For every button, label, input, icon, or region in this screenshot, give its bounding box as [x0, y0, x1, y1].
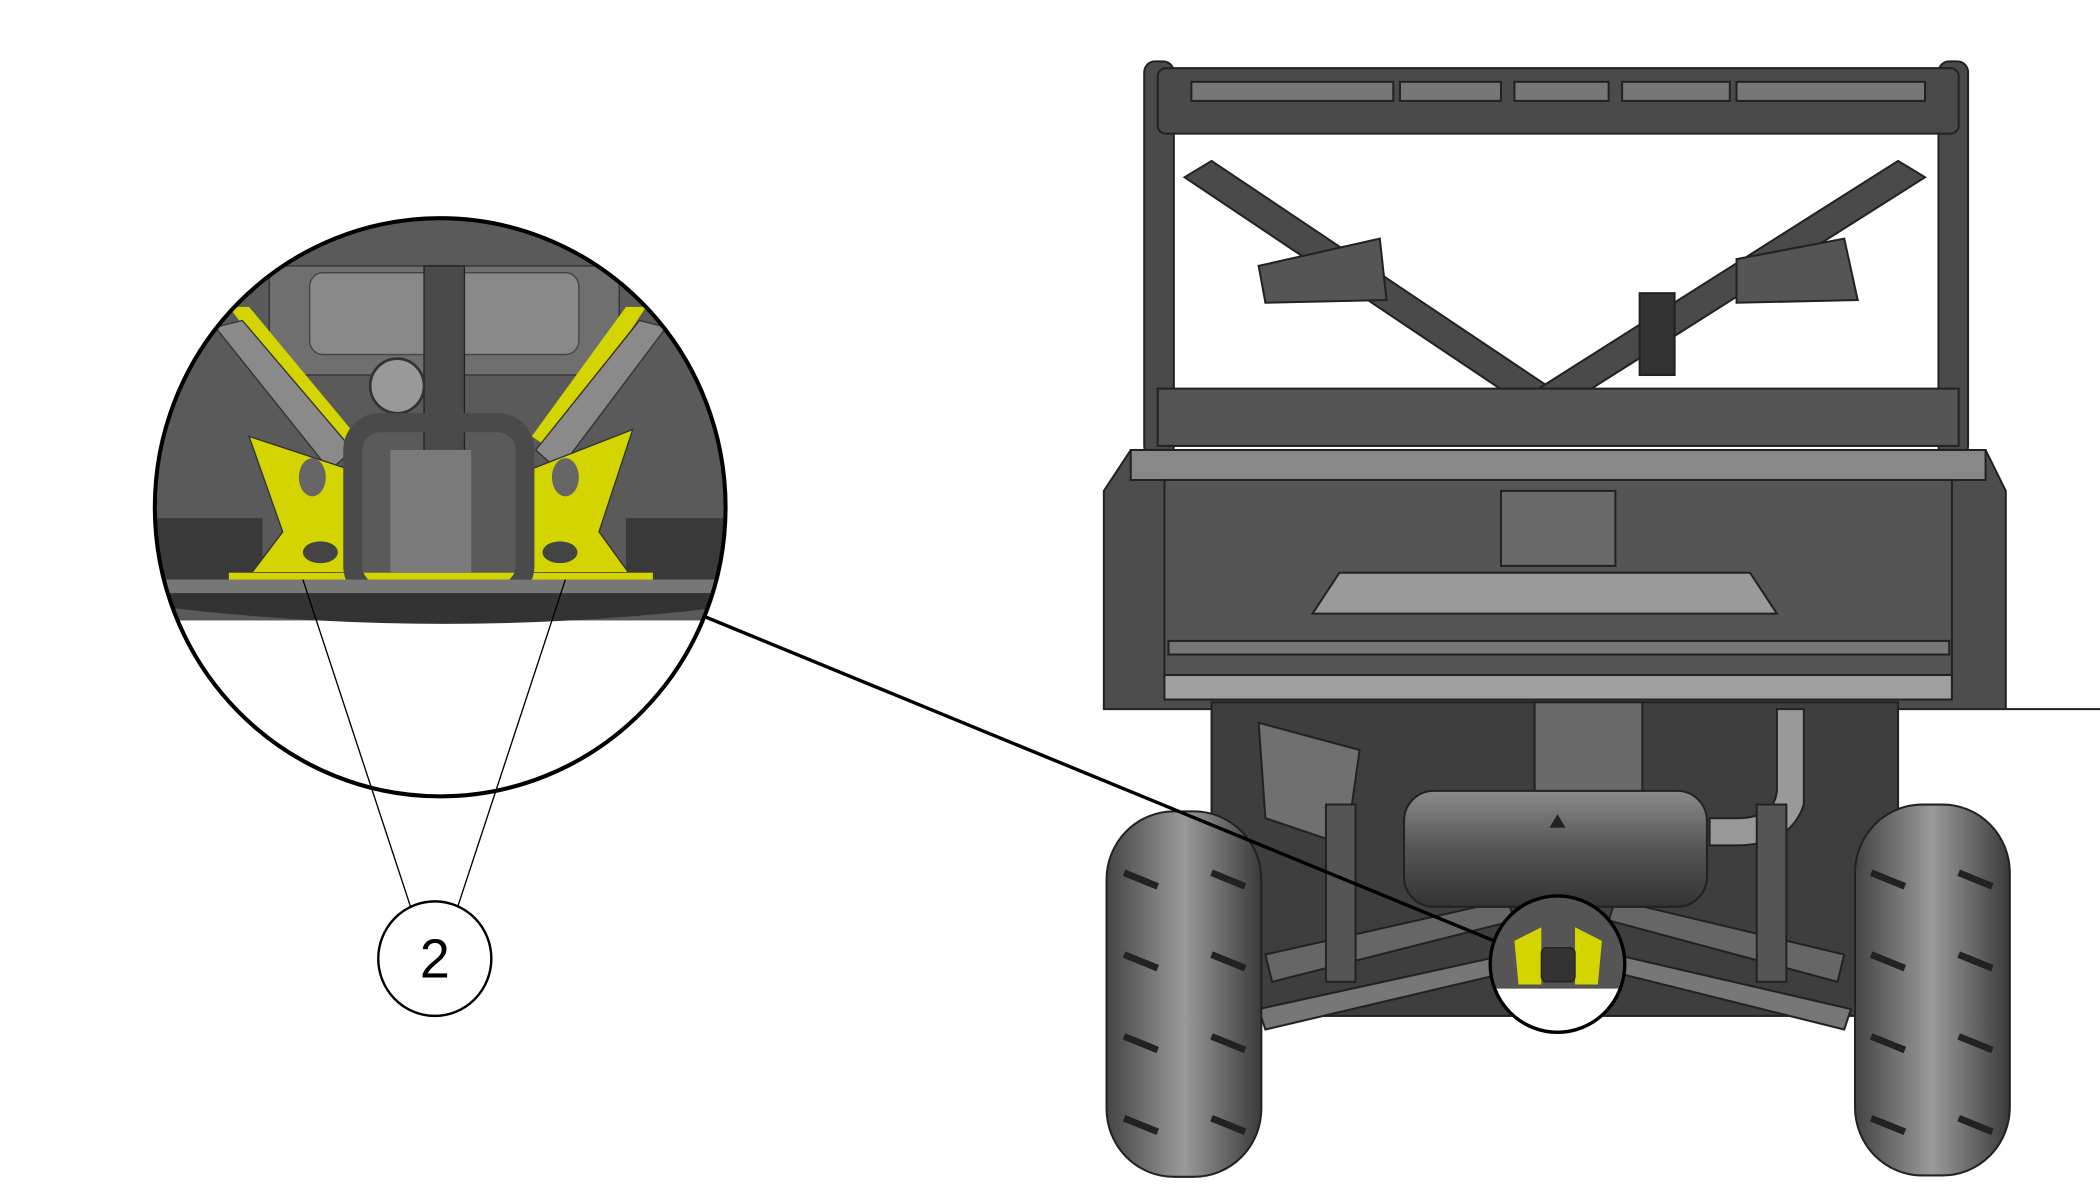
callout-leader-line [302, 579, 412, 908]
hitch-locator-circle [1488, 894, 1627, 1034]
detail-leader-line [703, 614, 1495, 943]
cargo-box [1102, 448, 2100, 711]
warning-triangle-icon [1549, 814, 1566, 828]
utv-rear-view [1102, 60, 2100, 1178]
callout-label: 2 [420, 929, 450, 989]
tire-right [1853, 803, 2011, 1177]
tire-left [1105, 810, 1263, 1178]
detail-view-circle [152, 216, 728, 799]
bolt-icon [368, 357, 426, 415]
muffler [1403, 789, 1708, 908]
callout-leader-line [457, 579, 567, 908]
callout-2: 2 [377, 900, 493, 1018]
roll-cage [1143, 60, 1970, 458]
